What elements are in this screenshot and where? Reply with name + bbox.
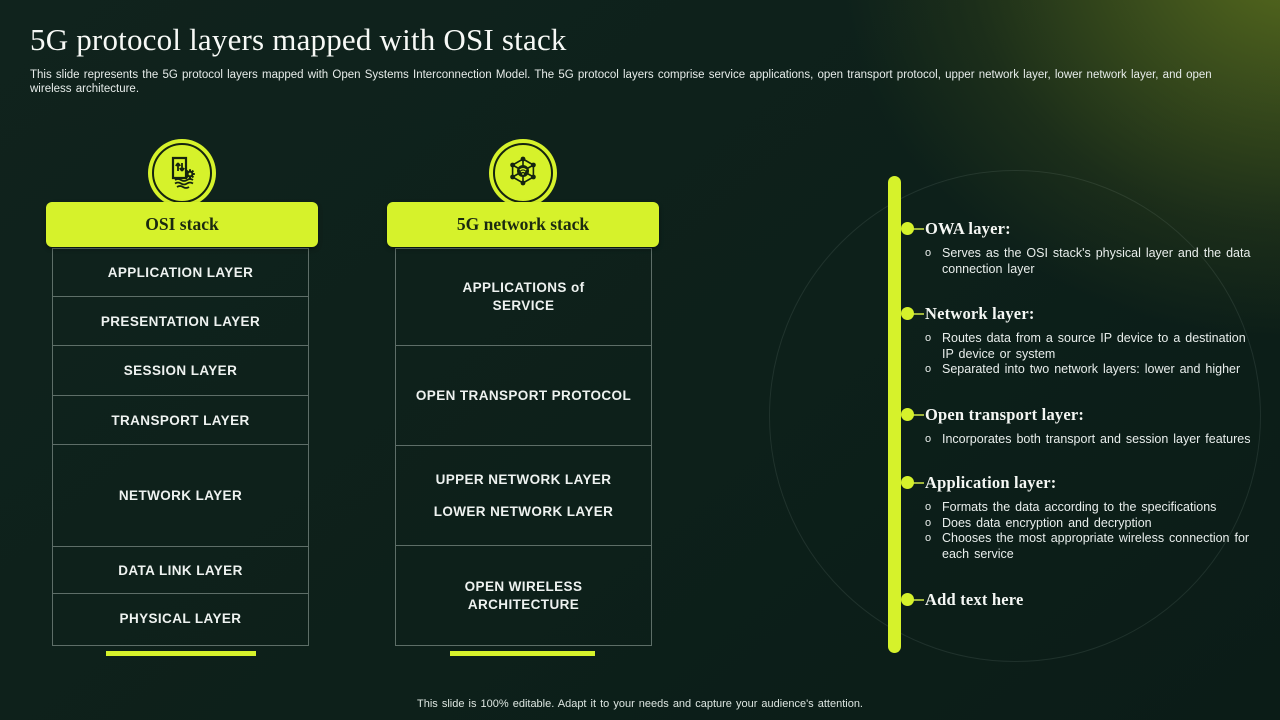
note-add-text-placeholder: Add text here bbox=[925, 590, 1258, 610]
note-connector bbox=[909, 228, 924, 230]
note-connector bbox=[909, 482, 924, 484]
osi-row-application: APPLICATION LAYER bbox=[53, 249, 308, 297]
5g-stack-badge bbox=[489, 139, 557, 207]
note-bullet-dot bbox=[901, 476, 914, 489]
note-item: o Separated into two network layers: low… bbox=[925, 362, 1241, 376]
5g-accent-underline bbox=[450, 651, 595, 656]
osi-accent-underline bbox=[106, 651, 256, 656]
decorative-circle bbox=[769, 170, 1261, 662]
note-bullet-dot bbox=[901, 222, 914, 235]
circle-bullet-marker: o bbox=[925, 363, 932, 375]
osi-row-session: SESSION LAYER bbox=[53, 346, 308, 396]
note-heading: Open transport layer: bbox=[925, 405, 1085, 424]
note-item: o Incorporates both transport and sessio… bbox=[925, 432, 1251, 446]
osi-stack-header-label: OSI stack bbox=[145, 214, 219, 234]
note-item: o Chooses the most appropriate wireless … bbox=[925, 531, 1250, 561]
note-bullet-dot bbox=[901, 307, 914, 320]
note-item: o Formats the data according to the spec… bbox=[925, 500, 1217, 514]
note-heading: Add text here bbox=[925, 590, 1024, 609]
note-connector bbox=[909, 414, 924, 416]
page-title: 5G protocol layers mapped with OSI stack bbox=[30, 22, 567, 57]
note-connector bbox=[909, 599, 924, 601]
5g-row-network: UPPER NETWORK LAYER LOWER NETWORK LAYER bbox=[396, 446, 651, 546]
note-item: o Routes data from a source IP device to… bbox=[925, 331, 1246, 361]
note-network-layer: Network layer: o Routes data from a sour… bbox=[925, 304, 1258, 378]
5g-stack-table: APPLICATIONS of SERVICE OPEN TRANSPORT P… bbox=[395, 248, 652, 646]
note-open-transport-layer: Open transport layer: o Incorporates bot… bbox=[925, 405, 1258, 448]
osi-row-datalink: DATA LINK LAYER bbox=[53, 547, 308, 594]
footer-note: This slide is 100% editable. Adapt it to… bbox=[417, 698, 863, 710]
document-sync-gear-icon bbox=[163, 152, 201, 195]
5g-stack-header-label: 5G network stack bbox=[456, 214, 590, 234]
5g-row-transport: OPEN TRANSPORT PROTOCOL bbox=[396, 346, 651, 446]
circle-bullet-marker: o bbox=[925, 501, 932, 513]
note-heading: OWA layer: bbox=[925, 219, 1011, 238]
circle-bullet-marker: o bbox=[925, 433, 932, 445]
osi-row-network: NETWORK LAYER bbox=[53, 445, 308, 547]
osi-row-presentation: PRESENTATION LAYER bbox=[53, 297, 308, 346]
osi-stack-header: OSI stack bbox=[46, 202, 318, 247]
note-owa-layer: OWA layer: o Serves as the OSI stack's p… bbox=[925, 219, 1258, 277]
5g-stack-header: 5G network stack bbox=[387, 202, 659, 247]
note-heading: Network layer: bbox=[925, 304, 1035, 323]
note-application-layer: Application layer: o Formats the data ac… bbox=[925, 473, 1258, 562]
5g-row-applications: APPLICATIONS of SERVICE bbox=[396, 249, 651, 346]
osi-stack-table: APPLICATION LAYER PRESENTATION LAYER SES… bbox=[52, 248, 309, 646]
notes-accent-bar bbox=[888, 176, 901, 653]
5g-row-owa: OPEN WIRELESS ARCHITECTURE bbox=[464, 579, 583, 612]
note-bullet-dot bbox=[901, 408, 914, 421]
osi-row-transport: TRANSPORT LAYER bbox=[53, 396, 308, 445]
circle-bullet-marker: o bbox=[925, 247, 932, 259]
osi-row-physical: PHYSICAL LAYER bbox=[119, 611, 242, 626]
osi-stack-badge bbox=[148, 139, 216, 207]
note-heading: Application layer: bbox=[925, 473, 1057, 492]
circle-bullet-marker: o bbox=[925, 332, 932, 344]
circle-bullet-marker: o bbox=[925, 532, 932, 544]
note-item: o Does data encryption and decryption bbox=[925, 515, 1152, 530]
network-nodes-icon bbox=[503, 151, 543, 196]
note-item: o Serves as the OSI stack's physical lay… bbox=[925, 246, 1251, 276]
circle-bullet-marker: o bbox=[925, 516, 932, 529]
note-connector bbox=[909, 313, 924, 315]
slide-description: This slide represents the 5G protocol la… bbox=[30, 69, 1212, 96]
note-bullet-dot bbox=[901, 593, 914, 606]
